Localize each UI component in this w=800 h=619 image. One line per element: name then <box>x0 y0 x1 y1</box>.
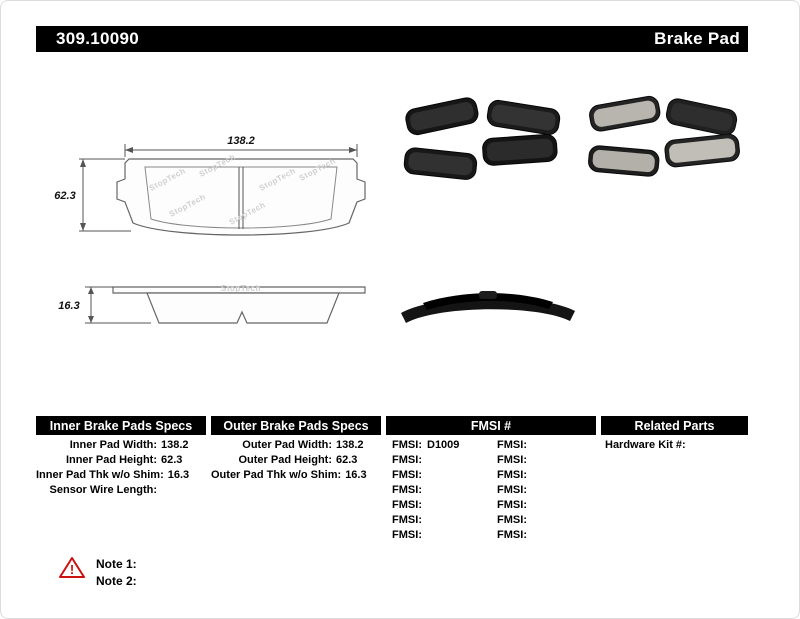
part-number: 309.10090 <box>56 29 140 48</box>
note-2: Note 2: <box>96 574 137 588</box>
spec-label: Outer Pad Width: <box>242 439 332 451</box>
related-part-label: Hardware Kit #: <box>605 439 686 451</box>
thickness-dimension: 16.3 <box>58 300 79 312</box>
fmsi-value <box>527 498 594 513</box>
spec-label: Sensor Wire Length: <box>49 484 157 496</box>
spec-label: Inner Pad Width: <box>69 439 157 451</box>
fmsi-value <box>422 453 489 468</box>
fmsi-value <box>527 528 594 543</box>
fmsi-row: FMSI: <box>491 453 594 468</box>
pad-photo-dark <box>403 97 561 180</box>
fmsi-row: FMSI: <box>491 483 594 498</box>
fmsi-left-column: FMSI: D1009 FMSI: FMSI: FMSI: FMSI: FMSI… <box>386 438 489 543</box>
fmsi-value: D1009 <box>427 439 460 451</box>
pad-side-profile-photo <box>401 291 575 323</box>
fmsi-row: FMSI: <box>386 528 489 543</box>
spec-value: 138.2 <box>161 439 189 451</box>
fmsi-row: FMSI: <box>491 528 594 543</box>
fmsi-value <box>527 453 594 468</box>
spec-value: 16.3 <box>167 469 190 481</box>
fmsi-header: FMSI # <box>386 416 596 435</box>
note-1: Note 1: <box>96 557 137 571</box>
fmsi-value <box>527 483 594 498</box>
fmsi-value <box>422 513 489 528</box>
fmsi-label: FMSI: <box>392 454 422 466</box>
header-bar: 309.10090 Brake Pad <box>36 26 748 52</box>
pad-photo-light <box>588 95 740 177</box>
inner-specs-header: Inner Brake Pads Specs <box>36 416 206 435</box>
fmsi-label: FMSI: <box>392 499 422 511</box>
height-dimension: 62.3 <box>54 190 75 202</box>
fmsi-value <box>422 498 489 513</box>
fmsi-row: FMSI: <box>386 513 489 528</box>
svg-text:!: ! <box>70 562 74 577</box>
fmsi-row: FMSI: <box>386 498 489 513</box>
fmsi-label: FMSI: <box>497 499 527 511</box>
fmsi-row: FMSI: D1009 <box>386 438 489 453</box>
fmsi-row: FMSI: <box>491 513 594 528</box>
fmsi-value <box>527 513 594 528</box>
spec-row: Inner Pad Width: 138.2 <box>36 438 206 453</box>
fmsi-value <box>527 468 594 483</box>
fmsi-row: FMSI: <box>491 498 594 513</box>
outer-specs-header: Outer Brake Pads Specs <box>211 416 381 435</box>
spec-label: Outer Pad Height: <box>238 454 332 466</box>
watermark-text: StopTech <box>221 284 261 293</box>
inner-specs-column: Inner Pad Width: 138.2 Inner Pad Height:… <box>36 438 206 498</box>
fmsi-label: FMSI: <box>497 529 527 541</box>
fmsi-label: FMSI: <box>497 469 527 481</box>
related-parts-header: Related Parts <box>601 416 748 435</box>
spec-row: Outer Pad Thk w/o Shim: 16.3 <box>211 468 381 483</box>
width-dimension: 138.2 <box>227 135 255 147</box>
fmsi-label: FMSI: <box>497 514 527 526</box>
fmsi-value <box>422 468 489 483</box>
related-part-row: Hardware Kit #: <box>601 438 748 453</box>
fmsi-row: FMSI: <box>386 483 489 498</box>
spec-label: Outer Pad Thk w/o Shim: <box>211 469 342 481</box>
fmsi-label: FMSI: <box>392 529 422 541</box>
spec-row: Inner Pad Thk w/o Shim: 16.3 <box>36 468 206 483</box>
outer-specs-column: Outer Pad Width: 138.2 Outer Pad Height:… <box>211 438 381 483</box>
fmsi-label: FMSI: <box>497 454 527 466</box>
spec-value: 62.3 <box>336 454 358 466</box>
fmsi-label: FMSI: <box>392 484 422 496</box>
spec-row: Inner Pad Height: 62.3 <box>36 453 206 468</box>
spec-value: 62.3 <box>161 454 183 466</box>
fmsi-value <box>422 483 489 498</box>
fmsi-right-column: FMSI: FMSI: FMSI: FMSI: FMSI: FMSI: FMSI… <box>491 438 594 543</box>
warning-icon: ! <box>59 557 85 578</box>
spec-value <box>157 483 206 498</box>
fmsi-row: FMSI: <box>386 468 489 483</box>
fmsi-value <box>527 438 594 453</box>
fmsi-row: FMSI: <box>491 468 594 483</box>
related-parts-column: Hardware Kit #: <box>601 438 748 453</box>
fmsi-label: FMSI: <box>392 514 422 526</box>
spec-value: 16.3 <box>345 469 367 481</box>
spec-row: Outer Pad Width: 138.2 <box>211 438 381 453</box>
spec-row: Sensor Wire Length: <box>36 483 206 498</box>
fmsi-value <box>422 528 489 543</box>
fmsi-row: FMSI: <box>491 438 594 453</box>
fmsi-label: FMSI: <box>392 469 422 481</box>
fmsi-row: FMSI: <box>386 453 489 468</box>
pad-side-view <box>112 286 366 294</box>
spec-row: Outer Pad Height: 62.3 <box>211 453 381 468</box>
fmsi-label: FMSI: <box>497 439 527 451</box>
fmsi-label: FMSI: <box>497 484 527 496</box>
spec-label: Inner Pad Height: <box>65 454 157 466</box>
page-title: Brake Pad <box>654 29 740 48</box>
technical-drawing: 138.2 62.3 StopTech StopTech StopTech St… <box>54 135 366 324</box>
spec-value: 138.2 <box>336 439 364 451</box>
spec-label: Inner Pad Thk w/o Shim: <box>36 469 164 481</box>
fmsi-label: FMSI: <box>392 439 422 451</box>
pad-front-view <box>116 158 366 236</box>
